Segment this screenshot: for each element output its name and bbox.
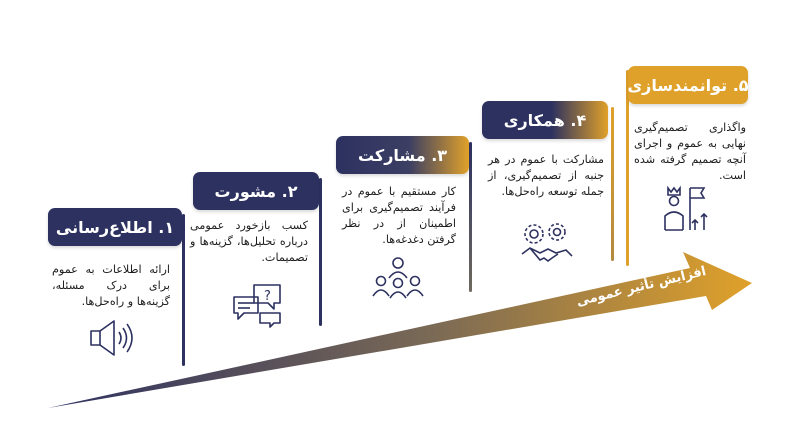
step-2-line bbox=[319, 178, 322, 326]
leader-flag-icon bbox=[664, 185, 708, 231]
speech-bubbles-icon: ? bbox=[233, 284, 281, 328]
svg-text:?: ? bbox=[264, 289, 271, 304]
step-1-title: ۱. اطلاع‌رسانی bbox=[48, 208, 182, 246]
step-4-text: مشارکت با عموم در هر جنبه از تصمیم‌گیری،… bbox=[488, 153, 604, 198]
step-3-line bbox=[469, 142, 472, 292]
step-1-line bbox=[182, 214, 185, 366]
gears-handshake-icon bbox=[521, 223, 573, 262]
step-3-title: ۳. مشارکت bbox=[336, 136, 469, 174]
speaker-icon bbox=[90, 320, 133, 356]
group-icon bbox=[372, 257, 424, 299]
step-4-title: ۴. همکاری bbox=[482, 101, 608, 139]
step-5-title: ۵. توانمندسازی bbox=[627, 66, 749, 104]
step-2-title: ۲. مشورت bbox=[193, 172, 319, 210]
step-5-text: واگذاری تصمیم‌گیری نهایی به عموم و اجرای… bbox=[634, 121, 746, 182]
step-1-text: ارائه اطلاعات به عموم برای درک مسئله، گز… bbox=[52, 263, 170, 308]
step-2-text: کسب بازخورد عمومی درباره تحلیل‌ها، گزینه… bbox=[190, 219, 308, 264]
step-5-line bbox=[626, 70, 629, 266]
step-4-line bbox=[611, 107, 614, 261]
step-3-text: کار مستقیم با عموم در فرآیند تصمیم‌گیری … bbox=[342, 185, 456, 246]
